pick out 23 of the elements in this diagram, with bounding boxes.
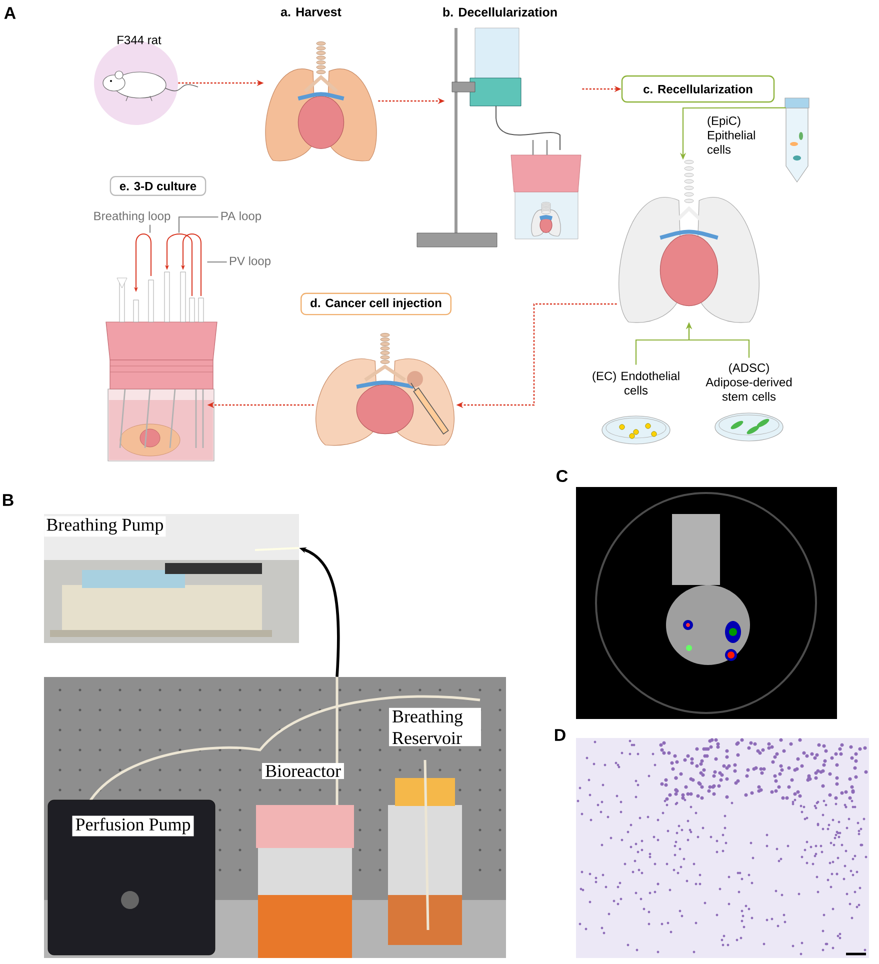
loop-label: PA loop (221, 211, 262, 223)
photo-label: Perfusion Pump (72, 816, 194, 836)
photo-label: Breathing Reservoir (389, 708, 481, 746)
panel-letter: D (555, 729, 566, 741)
cell-label: (EC) Endothelial cells (592, 371, 680, 395)
heading: a. Harvest (280, 8, 342, 16)
cell-label: (ADSC) Adipose-derived stem cells (706, 363, 792, 401)
leader-line (178, 216, 218, 233)
loop-label: PV loop (230, 256, 270, 268)
photo-label: Bioreactor (262, 762, 344, 780)
panel-letter: C (556, 470, 568, 482)
panel-letter: B (3, 494, 14, 506)
leader-line (149, 224, 151, 233)
heading-box: c. Recellularization (621, 75, 775, 103)
leader-line (207, 261, 227, 263)
heading-box: e. 3-D culture (110, 176, 206, 196)
heading: b. Decellularization (443, 7, 557, 17)
loop-label: Breathing loop (94, 211, 170, 223)
photo-label: Breathing Pump (44, 516, 166, 537)
heading-box: d. Cancer cell injection (300, 292, 452, 316)
cell-label: (EpiC) Epithelial cells (708, 116, 755, 154)
panel-letter: A (4, 7, 16, 19)
lung-drawing (618, 160, 760, 323)
